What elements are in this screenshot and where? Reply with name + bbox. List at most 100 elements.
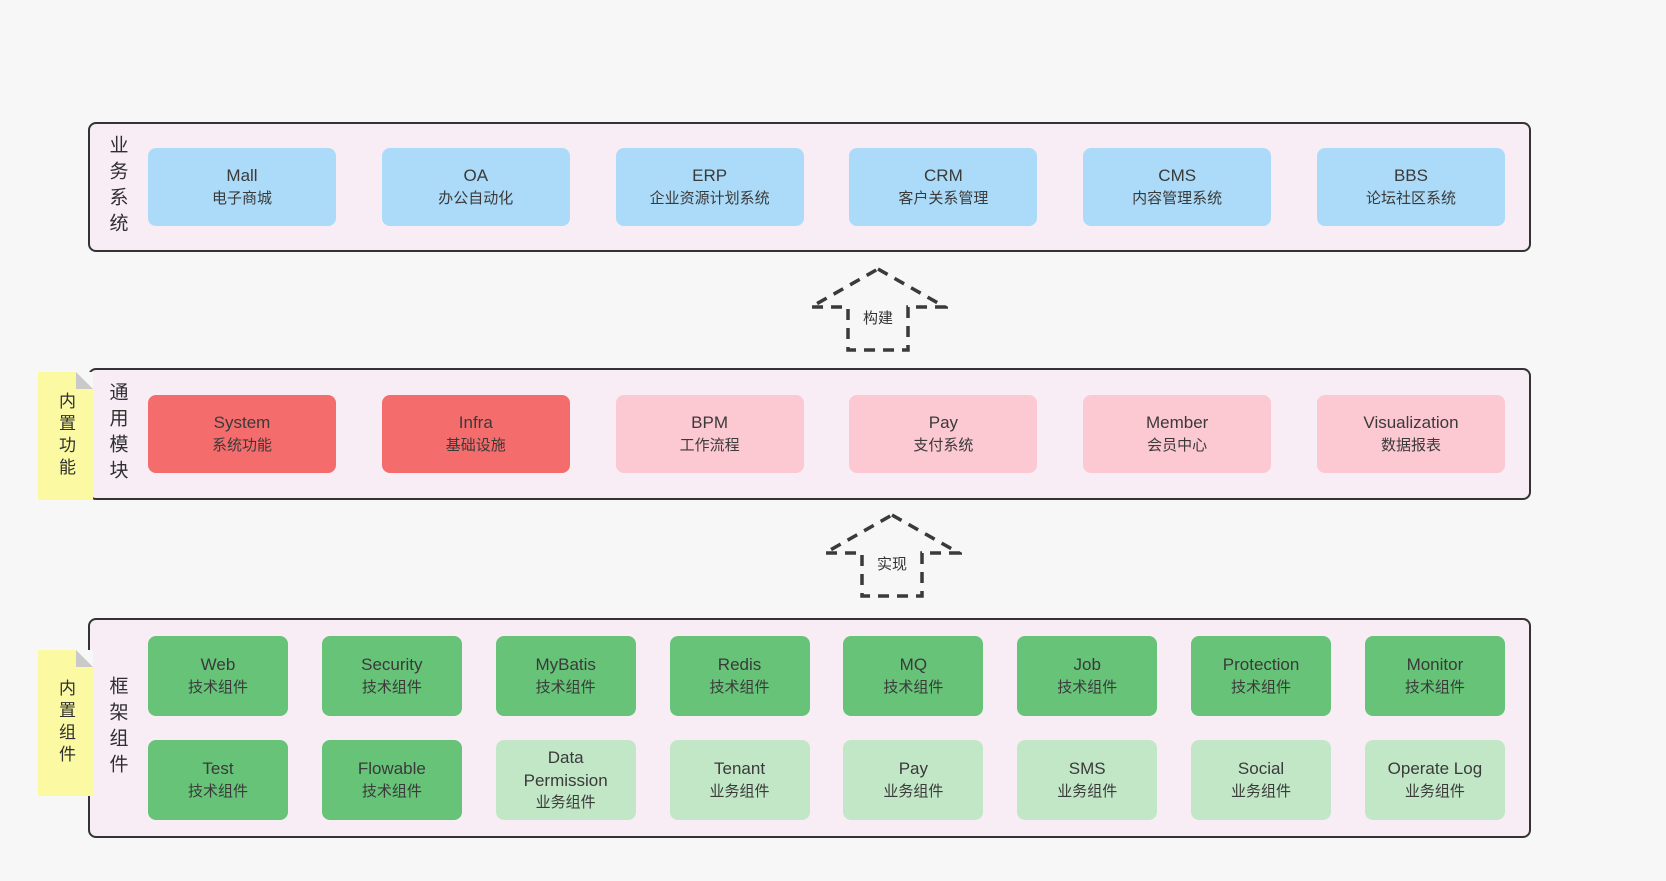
framework-boxes-row-2: Test 技术组件 Flowable 技术组件 Data Permission … bbox=[148, 740, 1505, 820]
box-subtitle: 基础设施 bbox=[445, 436, 506, 454]
box-title: Member bbox=[1146, 413, 1209, 433]
layer-framework-components: 框架组件 Web 技术组件 Security 技术组件 MyBatis 技术组件… bbox=[88, 618, 1531, 838]
box-title: Test bbox=[202, 759, 234, 779]
box-title: Job bbox=[1073, 655, 1101, 675]
box-title: Mall bbox=[226, 166, 258, 186]
box-title: BPM bbox=[691, 413, 729, 433]
box-subtitle: 技术组件 bbox=[361, 678, 422, 696]
box-subtitle: 会员中心 bbox=[1147, 436, 1208, 454]
box-subtitle: 企业资源计划系统 bbox=[649, 189, 770, 207]
box-system: System 系统功能 bbox=[148, 395, 336, 473]
box-bpm: BPM 工作流程 bbox=[615, 395, 804, 473]
box-subtitle: 系统功能 bbox=[211, 436, 272, 454]
box-mybatis: MyBatis 技术组件 bbox=[495, 636, 636, 716]
box-subtitle: 技术组件 bbox=[1057, 678, 1118, 696]
box-visualization: Visualization 数据报表 bbox=[1316, 395, 1505, 473]
box-title: Data Permission bbox=[523, 747, 608, 790]
box-job: Job 技术组件 bbox=[1017, 636, 1158, 716]
box-crm: CRM 客户关系管理 bbox=[849, 148, 1038, 226]
box-subtitle: 支付系统 bbox=[913, 436, 974, 454]
box-title: CRM bbox=[924, 166, 963, 186]
box-subtitle: 业务组件 bbox=[1231, 782, 1292, 800]
layer-label-framework-components: 框架组件 bbox=[106, 676, 128, 780]
box-cms: CMS 内容管理系统 bbox=[1083, 148, 1272, 226]
box-subtitle: 业务组件 bbox=[535, 794, 596, 812]
box-title: Pay bbox=[898, 759, 929, 779]
arrow-build-label: 构建 bbox=[859, 306, 897, 329]
box-erp: ERP 企业资源计划系统 bbox=[615, 148, 804, 226]
box-title: SMS bbox=[1068, 759, 1106, 779]
box-data-permission: Data Permission 业务组件 bbox=[495, 740, 636, 820]
box-operate-log: Operate Log 业务组件 bbox=[1364, 740, 1505, 820]
box-subtitle: 业务组件 bbox=[883, 782, 944, 800]
box-subtitle: 技术组件 bbox=[883, 678, 944, 696]
box-title: BBS bbox=[1393, 166, 1428, 186]
box-bbs: BBS 论坛社区系统 bbox=[1316, 148, 1505, 226]
box-title: Visualization bbox=[1363, 413, 1459, 433]
box-protection: Protection 技术组件 bbox=[1191, 636, 1332, 716]
box-subtitle: 技术组件 bbox=[361, 782, 422, 800]
box-subtitle: 技术组件 bbox=[1231, 678, 1292, 696]
sticky-note-built-in-features: 内置功能 bbox=[38, 372, 93, 500]
box-pay-component: Pay 业务组件 bbox=[843, 740, 984, 820]
box-title: OA bbox=[463, 166, 489, 186]
box-pay: Pay 支付系统 bbox=[849, 395, 1038, 473]
box-title: CMS bbox=[1158, 166, 1197, 186]
module-boxes-row: System 系统功能 Infra 基础设施 BPM 工作流程 Pay 支付系统… bbox=[144, 370, 1529, 498]
box-subtitle: 数据报表 bbox=[1380, 436, 1441, 454]
box-title: Infra bbox=[458, 413, 493, 433]
layer-common-modules: 通用模块 System 系统功能 Infra 基础设施 BPM 工作流程 Pay… bbox=[88, 368, 1531, 500]
box-subtitle: 技术组件 bbox=[187, 678, 248, 696]
box-social: Social 业务组件 bbox=[1191, 740, 1332, 820]
framework-boxes: Web 技术组件 Security 技术组件 MyBatis 技术组件 Redi… bbox=[144, 620, 1529, 836]
box-oa: OA 办公自动化 bbox=[381, 148, 570, 226]
layer-business-systems: 业务系统 Mall 电子商城 OA 办公自动化 ERP 企业资源计划系统 CRM… bbox=[88, 122, 1531, 252]
box-subtitle: 业务组件 bbox=[709, 782, 770, 800]
box-subtitle: 工作流程 bbox=[679, 436, 740, 454]
dashed-up-arrow-icon bbox=[808, 266, 948, 352]
box-subtitle: 内容管理系统 bbox=[1132, 189, 1223, 207]
box-subtitle: 论坛社区系统 bbox=[1365, 189, 1456, 207]
box-subtitle: 业务组件 bbox=[1404, 782, 1465, 800]
sticky-note-label: 内置功能 bbox=[56, 392, 75, 480]
arrow-implement: 实现 bbox=[822, 512, 962, 600]
box-title: Social bbox=[1237, 759, 1285, 779]
sticky-note-label: 内置组件 bbox=[56, 679, 75, 767]
box-mall: Mall 电子商城 bbox=[148, 148, 336, 226]
box-tenant: Tenant 业务组件 bbox=[669, 740, 810, 820]
box-redis: Redis 技术组件 bbox=[669, 636, 810, 716]
box-title: Redis bbox=[717, 655, 762, 675]
box-subtitle: 办公自动化 bbox=[438, 189, 514, 207]
arrow-implement-label: 实现 bbox=[873, 552, 911, 575]
layer-label-business-systems: 业务系统 bbox=[106, 135, 128, 239]
box-title: Pay bbox=[928, 413, 959, 433]
sticky-note-built-in-components: 内置组件 bbox=[38, 650, 93, 796]
box-subtitle: 技术组件 bbox=[709, 678, 770, 696]
box-security: Security 技术组件 bbox=[321, 636, 462, 716]
business-boxes-row: Mall 电子商城 OA 办公自动化 ERP 企业资源计划系统 CRM 客户关系… bbox=[144, 124, 1529, 250]
box-monitor: Monitor 技术组件 bbox=[1364, 636, 1505, 716]
box-web: Web 技术组件 bbox=[148, 636, 288, 716]
box-subtitle: 技术组件 bbox=[535, 678, 596, 696]
box-member: Member 会员中心 bbox=[1083, 395, 1272, 473]
box-subtitle: 电子商城 bbox=[211, 189, 272, 207]
box-mq: MQ 技术组件 bbox=[843, 636, 984, 716]
box-title: Tenant bbox=[714, 759, 766, 779]
box-subtitle: 客户关系管理 bbox=[898, 189, 989, 207]
box-flowable: Flowable 技术组件 bbox=[321, 740, 462, 820]
box-title: MQ bbox=[899, 655, 928, 675]
box-subtitle: 技术组件 bbox=[187, 782, 248, 800]
box-infra: Infra 基础设施 bbox=[381, 395, 570, 473]
box-title: System bbox=[213, 413, 271, 433]
box-subtitle: 技术组件 bbox=[1404, 678, 1465, 696]
box-title: Monitor bbox=[1406, 655, 1464, 675]
layer-label-common-modules: 通用模块 bbox=[106, 382, 128, 486]
box-title: Operate Log bbox=[1387, 759, 1483, 779]
framework-boxes-row-1: Web 技术组件 Security 技术组件 MyBatis 技术组件 Redi… bbox=[148, 636, 1505, 716]
box-title: Flowable bbox=[357, 759, 426, 779]
box-title: ERP bbox=[692, 166, 728, 186]
box-title: Protection bbox=[1222, 655, 1300, 675]
box-title: MyBatis bbox=[535, 655, 596, 675]
box-title: Web bbox=[200, 655, 236, 675]
